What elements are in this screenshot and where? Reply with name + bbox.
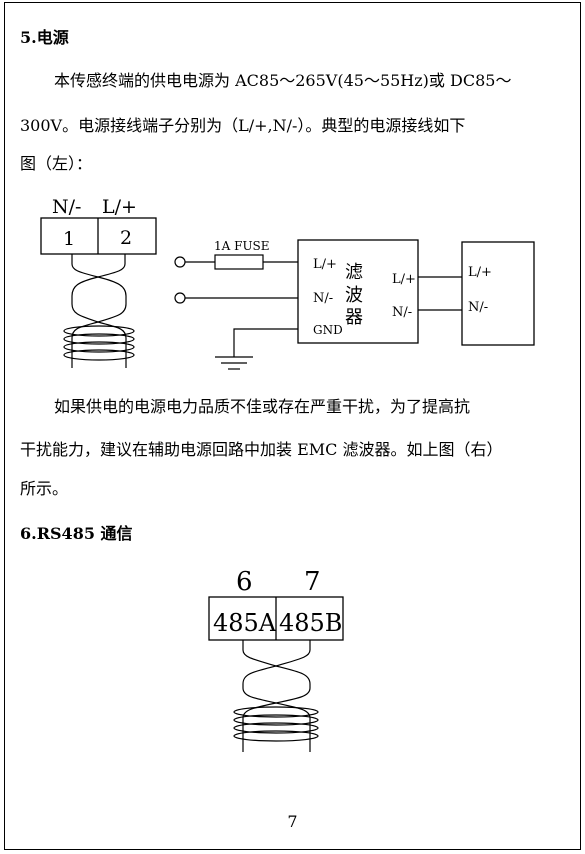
rs485-terminal-label-a: 485A	[213, 609, 277, 637]
rs485-coil	[233, 706, 319, 742]
section-6-heading: 6.RS485 通信	[20, 524, 133, 543]
paragraph-1-line-1: 本传感终端的供电电源为 AC85～265V(45～55Hz)或 DC85～	[54, 71, 512, 90]
terminal-label-l: L/+	[102, 196, 137, 218]
filter-name-char-2: 波	[345, 285, 363, 306]
ground-symbol	[215, 328, 298, 370]
fuse-label: 1A FUSE	[214, 239, 270, 253]
ferrite-coil	[63, 325, 135, 361]
page-number: 7	[287, 812, 298, 831]
filter-input-n: N/-	[313, 291, 333, 306]
filter-output-n: N/-	[392, 305, 412, 320]
filter-input-l: L/+	[313, 257, 337, 272]
paragraph-2-line-3: 所示。	[20, 479, 69, 498]
terminal-number-2: 2	[120, 227, 132, 249]
paragraph-1-line-3: 图（左）：	[20, 154, 93, 173]
filter-input-gnd: GND	[313, 323, 343, 337]
device-box	[461, 241, 535, 346]
rs485-twisted-pair	[242, 640, 311, 752]
paragraph-2-line-1: 如果供电的电源电力品质不佳或存在严重干扰，为了提高抗	[54, 397, 471, 416]
twisted-pair-wires	[71, 254, 127, 368]
paragraph-2-line-2: 干扰能力，建议在辅助电源回路中加装 EMC 滤波器。如上图（右）	[20, 440, 503, 459]
filter-name-char-1: 滤	[345, 262, 363, 283]
filter-output-l: L/+	[392, 272, 416, 287]
terminal-label-n: N/-	[52, 196, 81, 218]
section-5-heading: 5.电源	[20, 28, 69, 47]
filter-name-char-3: 器	[345, 307, 363, 328]
rs485-terminal-number-6: 6	[236, 567, 253, 597]
paragraph-1-line-2: 300V。电源接线端子分别为（L/+,N/-）。典型的电源接线如下	[20, 116, 466, 135]
rs485-terminal-number-7: 7	[304, 567, 321, 597]
device-input-n: N/-	[468, 300, 488, 315]
page-frame	[4, 2, 581, 850]
emc-filter-box	[297, 239, 419, 344]
device-input-l: L/+	[468, 265, 492, 280]
terminal-number-1: 1	[63, 228, 75, 250]
rs485-terminal-label-b: 485B	[279, 609, 342, 637]
